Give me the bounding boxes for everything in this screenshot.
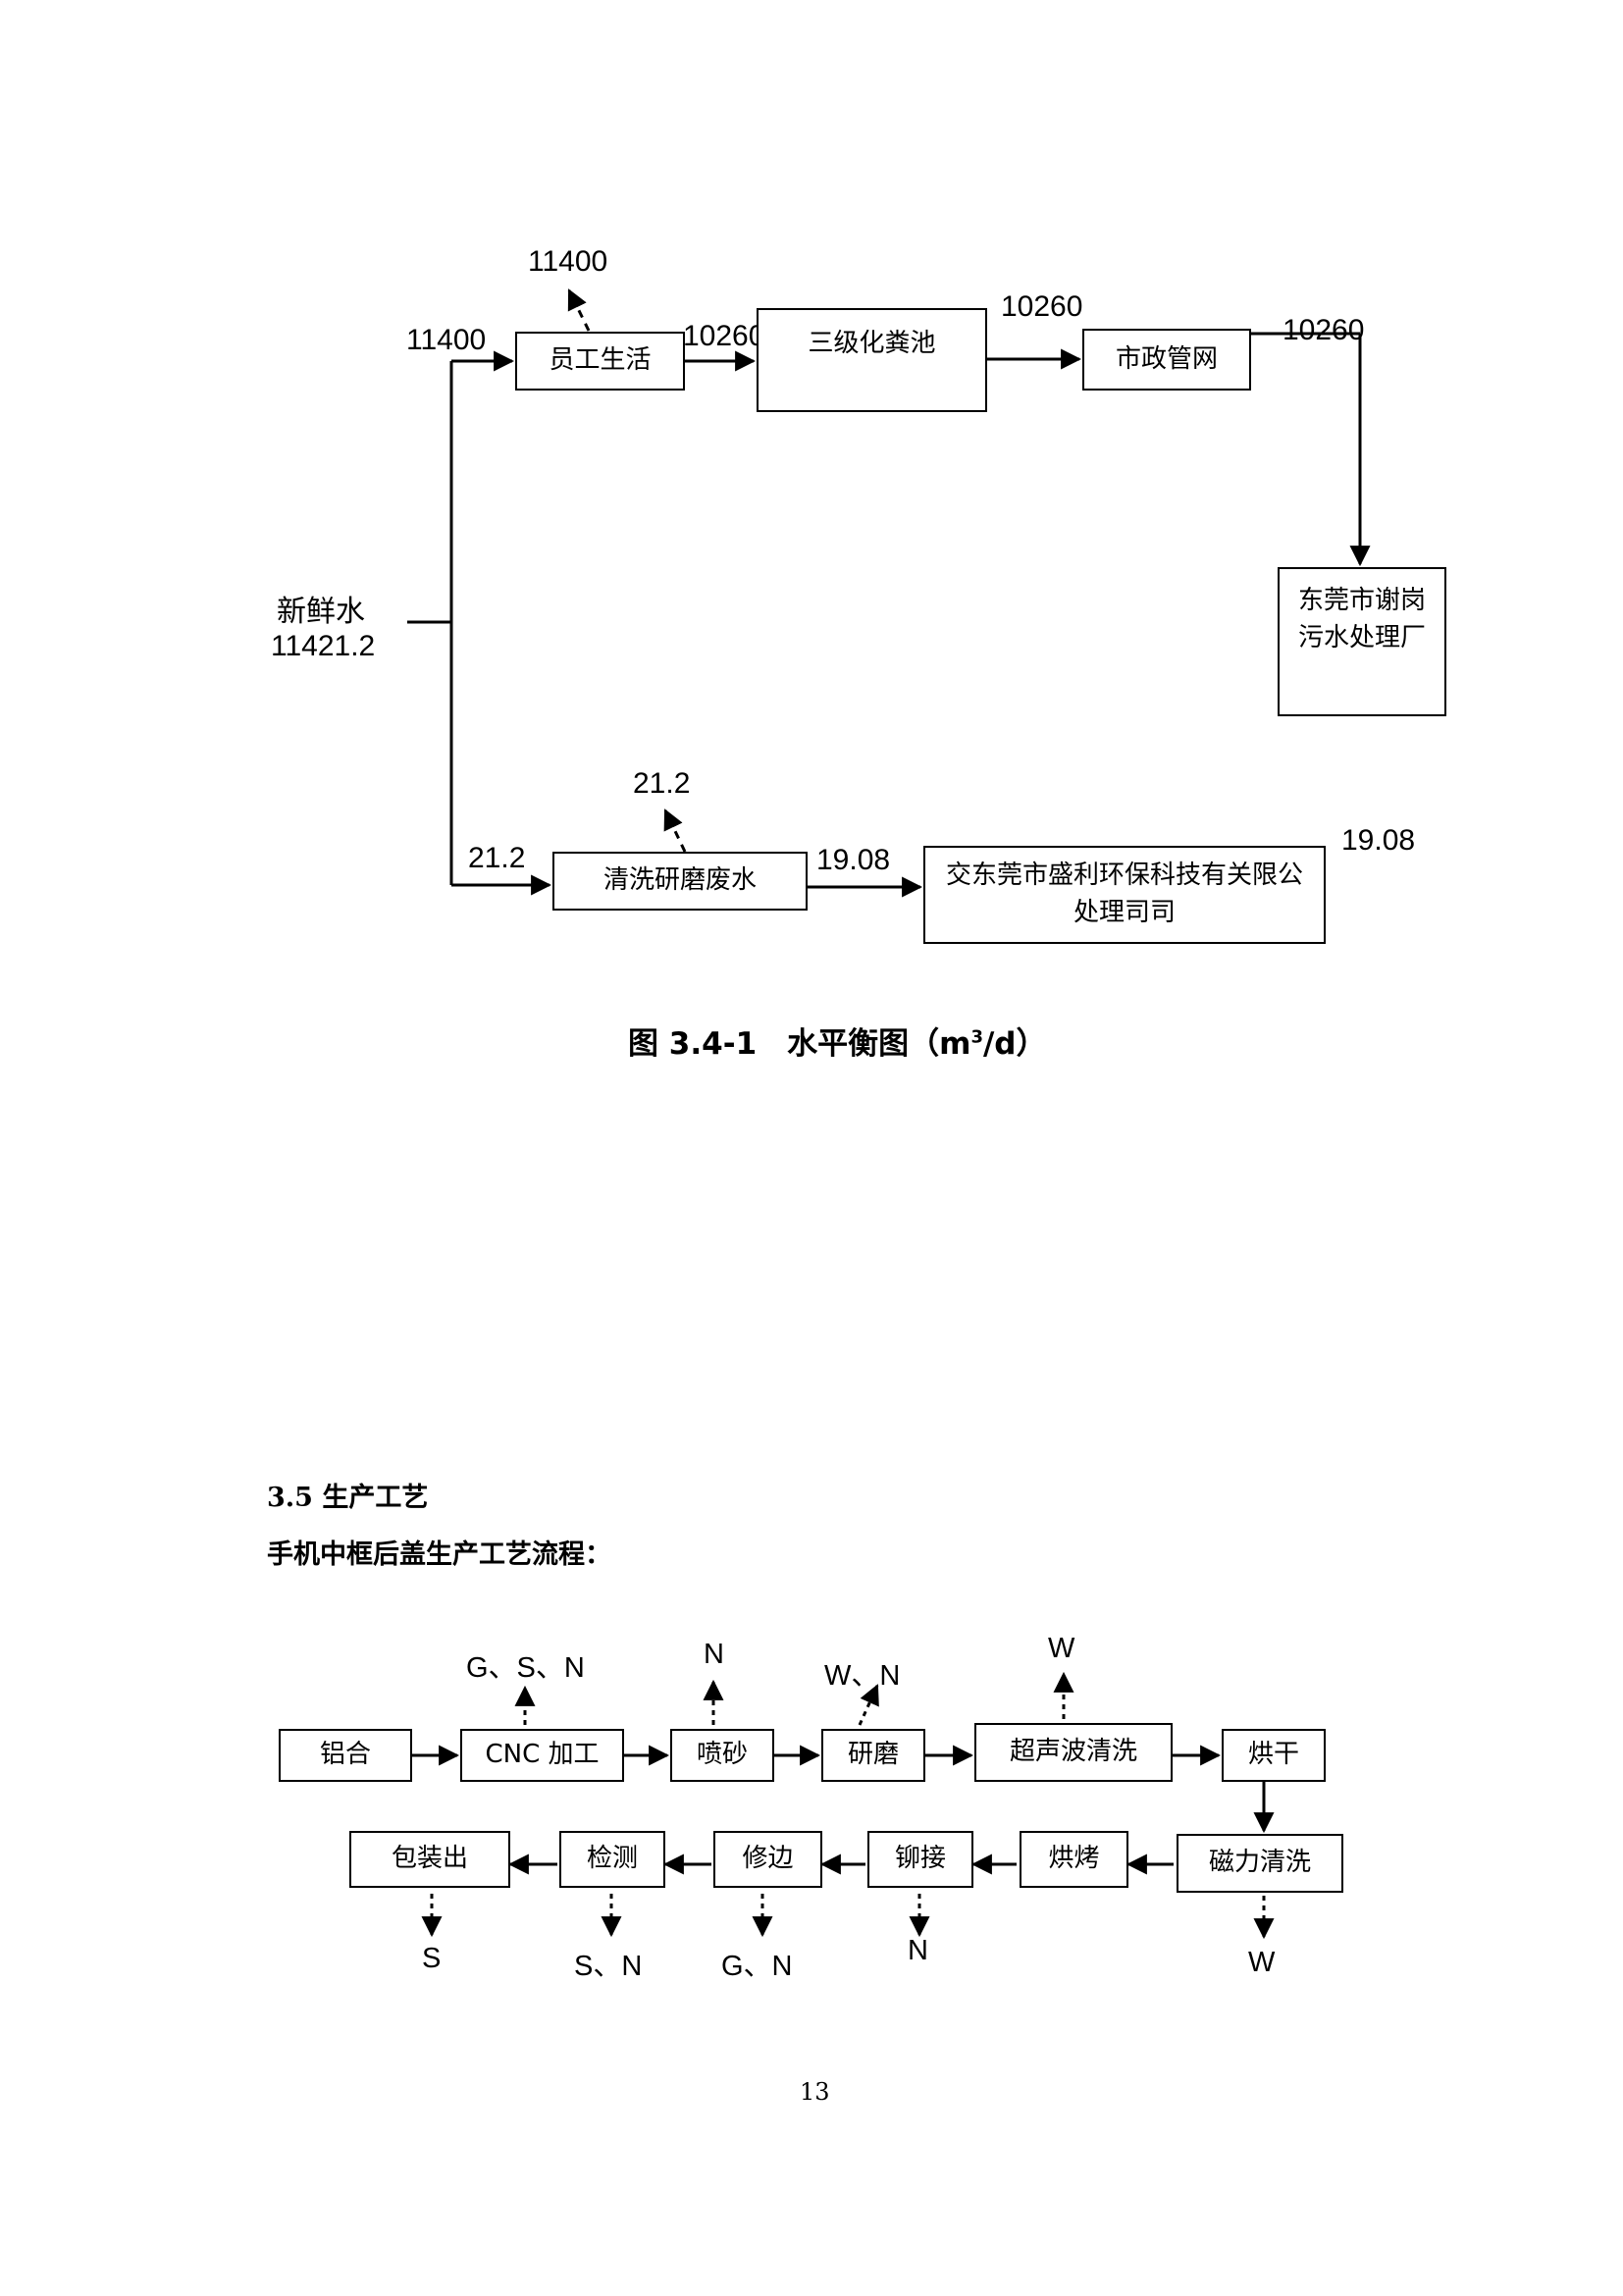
septic-tank-box: 三级化粪池 — [757, 308, 987, 412]
fresh-water-amount: 11421.2 — [271, 630, 376, 662]
domestic-box-label: 员工生活 — [549, 345, 652, 376]
domestic-output-amount: 10260 — [683, 320, 765, 352]
emission-label: S — [422, 1943, 442, 1974]
section-heading: 3.5 生产工艺 — [267, 1483, 429, 1513]
emission-label: N — [704, 1639, 724, 1670]
process-step: 修边 — [713, 1831, 822, 1888]
domestic-box: 员工生活 — [515, 332, 685, 391]
septic-output-amount: 10260 — [1001, 290, 1083, 323]
treatment-plant-line2: 污水处理厂 — [1297, 622, 1426, 652]
municipal-box: 市政管网 — [1082, 329, 1251, 391]
cleaning-box-label: 清洗研磨废水 — [602, 865, 757, 896]
process-step: 包装出 — [349, 1831, 510, 1888]
company-line1: 交东莞市盛利环保科技有关限公 — [945, 861, 1303, 891]
page-number: 13 — [800, 2078, 830, 2106]
treatment-plant-line1: 东莞市谢岗 — [1297, 586, 1426, 615]
emission-label: W — [1248, 1947, 1276, 1978]
cleaning-box: 清洗研磨废水 — [552, 852, 808, 911]
process-step: 检测 — [559, 1831, 665, 1888]
domestic-loss-amount: 11400 — [528, 245, 608, 278]
emission-label: W、N — [824, 1660, 901, 1692]
process-step: 烘烤 — [1020, 1831, 1128, 1888]
emission-label: W — [1048, 1633, 1075, 1664]
company-box: 交东莞市盛利环保科技有关限公 处理司司 — [923, 846, 1326, 944]
emission-label: G、S、N — [466, 1652, 585, 1684]
process-step: 磁力清洗 — [1177, 1834, 1343, 1893]
septic-tank-label: 三级化粪池 — [808, 329, 936, 358]
emission-label: S、N — [574, 1951, 643, 1982]
domestic-input-amount: 11400 — [406, 324, 487, 356]
municipal-label: 市政管网 — [1115, 343, 1218, 374]
figure-caption: 图 3.4-1 水平衡图（m3/d） — [628, 1018, 1047, 1063]
section-subheading: 手机中框后盖生产工艺流程： — [267, 1539, 611, 1570]
process-step: CNC 加工 — [460, 1729, 624, 1782]
fresh-water-label: 新鲜水 — [277, 595, 365, 629]
cleaning-loss-amount: 21.2 — [633, 767, 691, 800]
emission-label: G、N — [721, 1951, 793, 1982]
cleaning-input-amount: 21.2 — [468, 842, 526, 874]
process-step: 铆接 — [867, 1831, 973, 1888]
company-amount: 19.08 — [1341, 824, 1416, 857]
domestic-loss-arrow — [567, 288, 591, 332]
caption-suffix: /d） — [982, 1026, 1047, 1062]
process-step: 超声波清洗 — [974, 1723, 1173, 1782]
caption-superscript: 3 — [970, 1026, 983, 1048]
company-line2: 处理司司 — [1073, 898, 1176, 927]
cleaning-output-amount: 19.08 — [816, 844, 891, 876]
process-step: 喷砂 — [670, 1729, 774, 1782]
caption-prefix: 图 3.4-1 水平衡图（m — [628, 1026, 971, 1062]
process-step: 研磨 — [821, 1729, 925, 1782]
process-step: 铝合 — [279, 1729, 412, 1782]
municipal-output-amount: 10260 — [1283, 314, 1365, 346]
treatment-plant-box: 东莞市谢岗 污水处理厂 — [1278, 567, 1446, 716]
process-step: 烘干 — [1222, 1729, 1326, 1782]
cleaning-loss-arrow — [663, 809, 687, 853]
emission-label: N — [908, 1935, 928, 1966]
